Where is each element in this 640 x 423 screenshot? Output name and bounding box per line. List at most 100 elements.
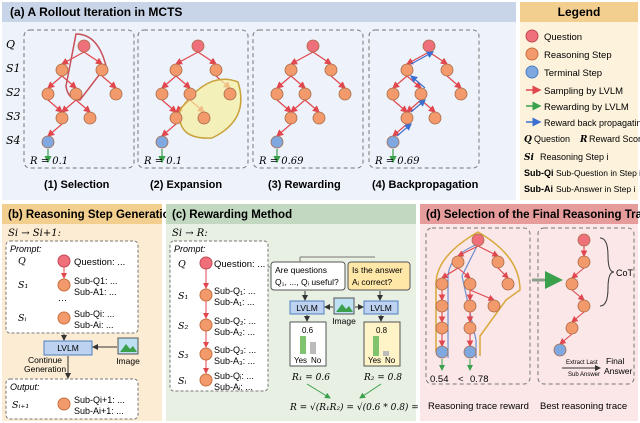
reasoning-node xyxy=(454,87,468,101)
q1-line1: Are questions xyxy=(275,265,327,275)
tree-edge xyxy=(290,75,306,89)
reward-3: R = 0.69 xyxy=(258,156,304,167)
reasoning-node xyxy=(400,63,414,77)
reasoning-node xyxy=(400,111,414,125)
tree-edge xyxy=(161,123,177,137)
output-label-b: Output: xyxy=(10,382,40,392)
reward-1: R = 0.1 xyxy=(29,156,68,167)
tree-edge xyxy=(290,99,306,113)
question-node-b xyxy=(57,254,71,268)
cot-brace-icon xyxy=(599,237,615,307)
ellipsis-b: ⋯ xyxy=(58,295,67,305)
caption-selection: (1) Selection xyxy=(44,179,110,191)
si1-label-b: Sᵢ₊₁ xyxy=(12,400,29,411)
si-label-c: Sᵢ xyxy=(178,376,187,387)
caption-left-d: Reasoning trace reward xyxy=(428,401,529,412)
arrow-c-12 xyxy=(359,383,382,399)
yes-label-1: Yes xyxy=(294,356,307,365)
continue-label-b-1: Continue xyxy=(28,355,62,365)
s2-label-c: S₂ xyxy=(178,321,189,332)
reasoning-node xyxy=(270,87,284,101)
tree-edge xyxy=(276,123,292,137)
r2-label: R₂ = 0.8 xyxy=(363,373,402,383)
def-text-subq: Sub-Question in Step i xyxy=(556,168,640,178)
trace-box-right xyxy=(537,227,635,385)
out-a-b: Sub-Ai+1: ... xyxy=(74,406,124,416)
sub-qi-c: Sub-Qᵢ: ... xyxy=(214,371,254,381)
legend-item-sampling: Sampling by LVLM xyxy=(544,86,623,97)
panel-c-transition: Si → R: xyxy=(172,228,208,239)
legend-item-backprop: Reward back propagating xyxy=(544,118,640,128)
tree-edge xyxy=(60,51,85,65)
image-mountain-icon-c xyxy=(336,304,353,312)
reasoning-node xyxy=(435,299,449,313)
no-label-2: No xyxy=(385,356,396,365)
reasoning-node xyxy=(109,87,123,101)
q-label-c: Q xyxy=(178,259,186,270)
final-label-2: Answer xyxy=(604,366,633,376)
out-q-b: Sub-Qi+1: ... xyxy=(74,395,125,405)
tree-box-1 xyxy=(23,29,135,169)
question-box-correct xyxy=(347,261,411,291)
s1-label-b: S₁ xyxy=(18,280,28,291)
trace-edge xyxy=(457,245,479,257)
tree-edge xyxy=(47,99,63,113)
yes-label-2: Yes xyxy=(368,356,381,365)
trace-edge xyxy=(469,289,496,301)
continue-label-b-2: Generation xyxy=(24,364,66,374)
row-label-s4: S4 xyxy=(6,134,21,147)
backprop-arrow xyxy=(396,123,412,137)
question-node xyxy=(577,233,591,247)
panel-a-header xyxy=(2,2,516,22)
terminal-node xyxy=(155,135,169,149)
reasoning-node xyxy=(463,321,477,335)
reasoning-node xyxy=(169,111,183,125)
bar2-yes xyxy=(373,336,379,356)
reward-4: R = 0.69 xyxy=(374,156,420,167)
prompt-label-b: Prompt: xyxy=(10,244,42,254)
reasoning-node xyxy=(487,299,501,313)
terminal-node xyxy=(435,345,449,359)
s1-label-c: S₁ xyxy=(178,291,188,302)
score-right: 0.78 xyxy=(470,374,489,385)
sub-a1-c: Sub-A₁: ... xyxy=(214,297,255,307)
s3-label-c: S₃ xyxy=(178,350,189,361)
q2-line2: Aᵢ correct? xyxy=(352,277,392,287)
trace-edge xyxy=(477,245,499,257)
best-trace-edge xyxy=(559,333,573,345)
si-node-c xyxy=(199,373,213,387)
reasoning-node xyxy=(577,299,591,313)
reasoning-node xyxy=(183,87,197,101)
reasoning-node xyxy=(95,63,109,77)
s3-node-c xyxy=(199,347,213,361)
reasoning-node xyxy=(223,87,237,101)
tree-edge xyxy=(175,75,191,89)
reasoning-node xyxy=(312,111,326,125)
prob-card-1 xyxy=(289,321,327,367)
tree-box-4 xyxy=(368,29,480,169)
reasoning-node xyxy=(338,87,352,101)
def-sym-suba: Sub-Ai xyxy=(524,184,553,194)
question-node xyxy=(77,39,91,53)
backprop-arrow xyxy=(410,51,435,65)
reasoning-node xyxy=(565,321,579,335)
legend-reasoning-icon xyxy=(525,47,539,61)
backprop-arrow xyxy=(410,99,426,113)
reasoning-node xyxy=(463,299,477,313)
reasoning-node xyxy=(435,277,449,291)
panel-a: (a) A Rollout Iteration in MCTS Q S1 S2 … xyxy=(2,2,516,200)
row-label-q: Q xyxy=(6,38,15,51)
lvlm-box-c-2 xyxy=(363,300,399,315)
sub-q1-c: Sub-Q₁: ... xyxy=(214,286,256,296)
panel-b-title: (b) Reasoning Step Generation xyxy=(8,209,177,221)
tree-edge xyxy=(304,99,320,113)
bar1-val: 0.6 xyxy=(302,326,314,335)
panel-b-header xyxy=(2,204,162,224)
image-label-c: Image xyxy=(332,316,356,326)
q1-line2: Q₁, ..., Qᵢ useful? xyxy=(275,277,339,287)
question-node xyxy=(306,39,320,53)
question-node xyxy=(471,233,485,247)
formula-c: R = √(R₁R₂) = √(0.6 * 0.8) = 0.69 xyxy=(289,402,442,413)
question-text-c: Question: ... xyxy=(214,259,265,270)
legend-item-question: Question xyxy=(544,32,582,43)
